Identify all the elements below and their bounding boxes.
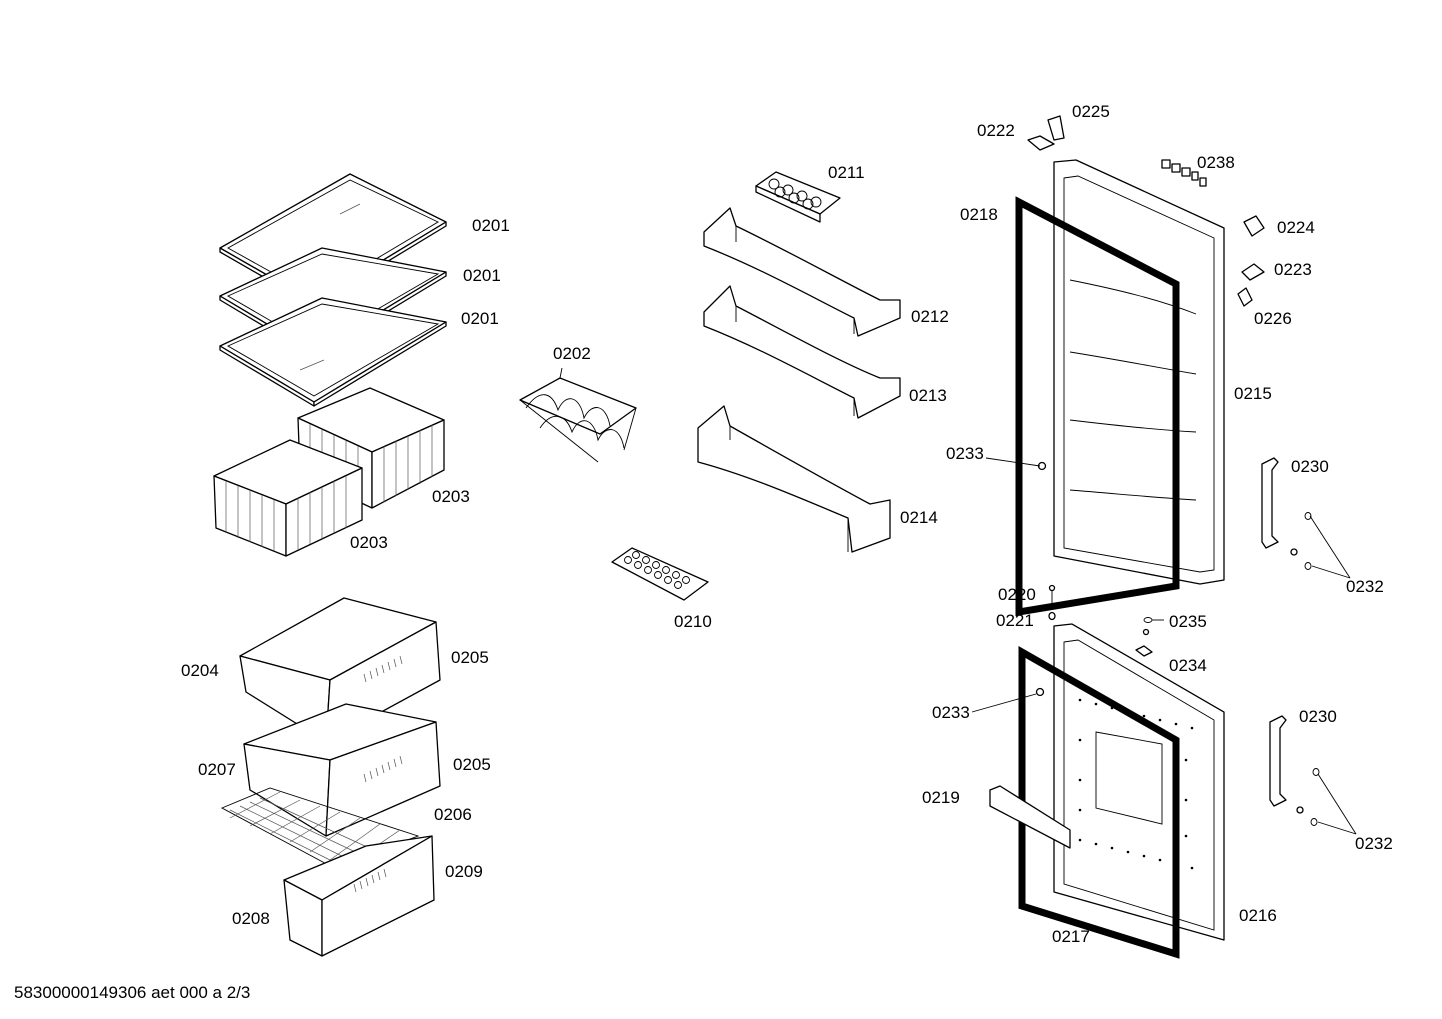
label-0219: 0219 — [922, 788, 960, 807]
label-0201-bottom: 0201 — [461, 309, 499, 328]
label-0220: 0220 — [998, 585, 1036, 604]
label-0203-front: 0203 — [350, 533, 388, 552]
handle-0230-lower — [1269, 715, 1287, 807]
label-0233-lower: 0233 — [932, 703, 970, 722]
label-0207: 0207 — [198, 760, 236, 779]
label-0205-lower: 0205 — [453, 755, 491, 774]
cover-part-0226 — [1237, 287, 1253, 307]
screws-0233 — [1035, 461, 1047, 697]
ice-tray-cells — [624, 551, 690, 589]
freezer-door-0216 — [1053, 623, 1225, 941]
label-0222: 0222 — [977, 121, 1015, 140]
label-0235: 0235 — [1169, 612, 1207, 631]
fridge-door-gasket-0218 — [1015, 196, 1180, 617]
handle-0230-upper — [1261, 457, 1279, 549]
label-0201-top: 0201 — [472, 216, 510, 235]
egg-tray-0211 — [755, 171, 841, 223]
label-0218: 0218 — [960, 205, 998, 224]
label-0212: 0212 — [911, 307, 949, 326]
door-shelf-0213 — [703, 285, 901, 419]
label-0225: 0225 — [1072, 102, 1110, 121]
label-0230-lower: 0230 — [1299, 707, 1337, 726]
label-0201-middle: 0201 — [463, 266, 501, 285]
bottle-rack-0202 — [519, 367, 637, 463]
label-0230-upper: 0230 — [1291, 457, 1329, 476]
freezer-flap-0219 — [989, 785, 1071, 849]
glass-shelf-0201-bottom — [219, 297, 447, 407]
label-0206: 0206 — [434, 805, 472, 824]
document-code-footer: 58300000149306 aet 000 a 2/3 — [14, 983, 250, 1002]
label-0232-upper: 0232 — [1346, 577, 1384, 596]
label-0238: 0238 — [1197, 153, 1235, 172]
freezer-drawer-0205-lower — [243, 703, 441, 837]
label-0214: 0214 — [900, 508, 938, 527]
hinge-cover-0222 — [1027, 135, 1055, 151]
ice-tray-0210 — [611, 547, 709, 601]
pin-0220-0221 — [1048, 584, 1056, 621]
label-0213: 0213 — [909, 386, 947, 405]
parts-0234-0235 — [1135, 617, 1153, 657]
screw-caps-0232 — [1290, 512, 1320, 826]
screw-set-0238 — [1161, 159, 1207, 187]
label-0234: 0234 — [1169, 656, 1207, 675]
label-0204: 0204 — [181, 661, 219, 680]
label-0217: 0217 — [1052, 927, 1090, 946]
label-0233-upper: 0233 — [946, 444, 984, 463]
hinge-part-0225 — [1047, 115, 1065, 141]
label-0216: 0216 — [1239, 906, 1277, 925]
label-0211: 0211 — [828, 163, 865, 182]
label-0208: 0208 — [232, 909, 270, 928]
label-0203-back: 0203 — [432, 487, 470, 506]
label-0221: 0221 — [996, 611, 1034, 630]
label-0215: 0215 — [1234, 384, 1272, 403]
label-0223: 0223 — [1274, 260, 1312, 279]
label-0202: 0202 — [553, 344, 591, 363]
label-0224: 0224 — [1277, 218, 1315, 237]
door-shelf-0212 — [703, 207, 901, 337]
wire-basket-0203-front — [213, 439, 363, 557]
wire-grid-0206 — [220, 787, 420, 869]
label-0232-lower: 0232 — [1355, 834, 1393, 853]
fridge-door-0215 — [1053, 159, 1225, 585]
hinge-part-0224 — [1243, 215, 1265, 237]
leader-lines — [971, 457, 1357, 835]
freezer-drawer-0209 — [283, 835, 435, 957]
door-shelf-0214 — [697, 405, 891, 553]
label-0226: 0226 — [1254, 309, 1292, 328]
part-labels: 0201 0201 0201 0202 0203 0203 0204 0205 … — [181, 102, 1393, 946]
hinge-cover-0223 — [1241, 263, 1265, 281]
label-0209: 0209 — [445, 862, 483, 881]
label-0210: 0210 — [674, 612, 712, 631]
label-0205-upper: 0205 — [451, 648, 489, 667]
